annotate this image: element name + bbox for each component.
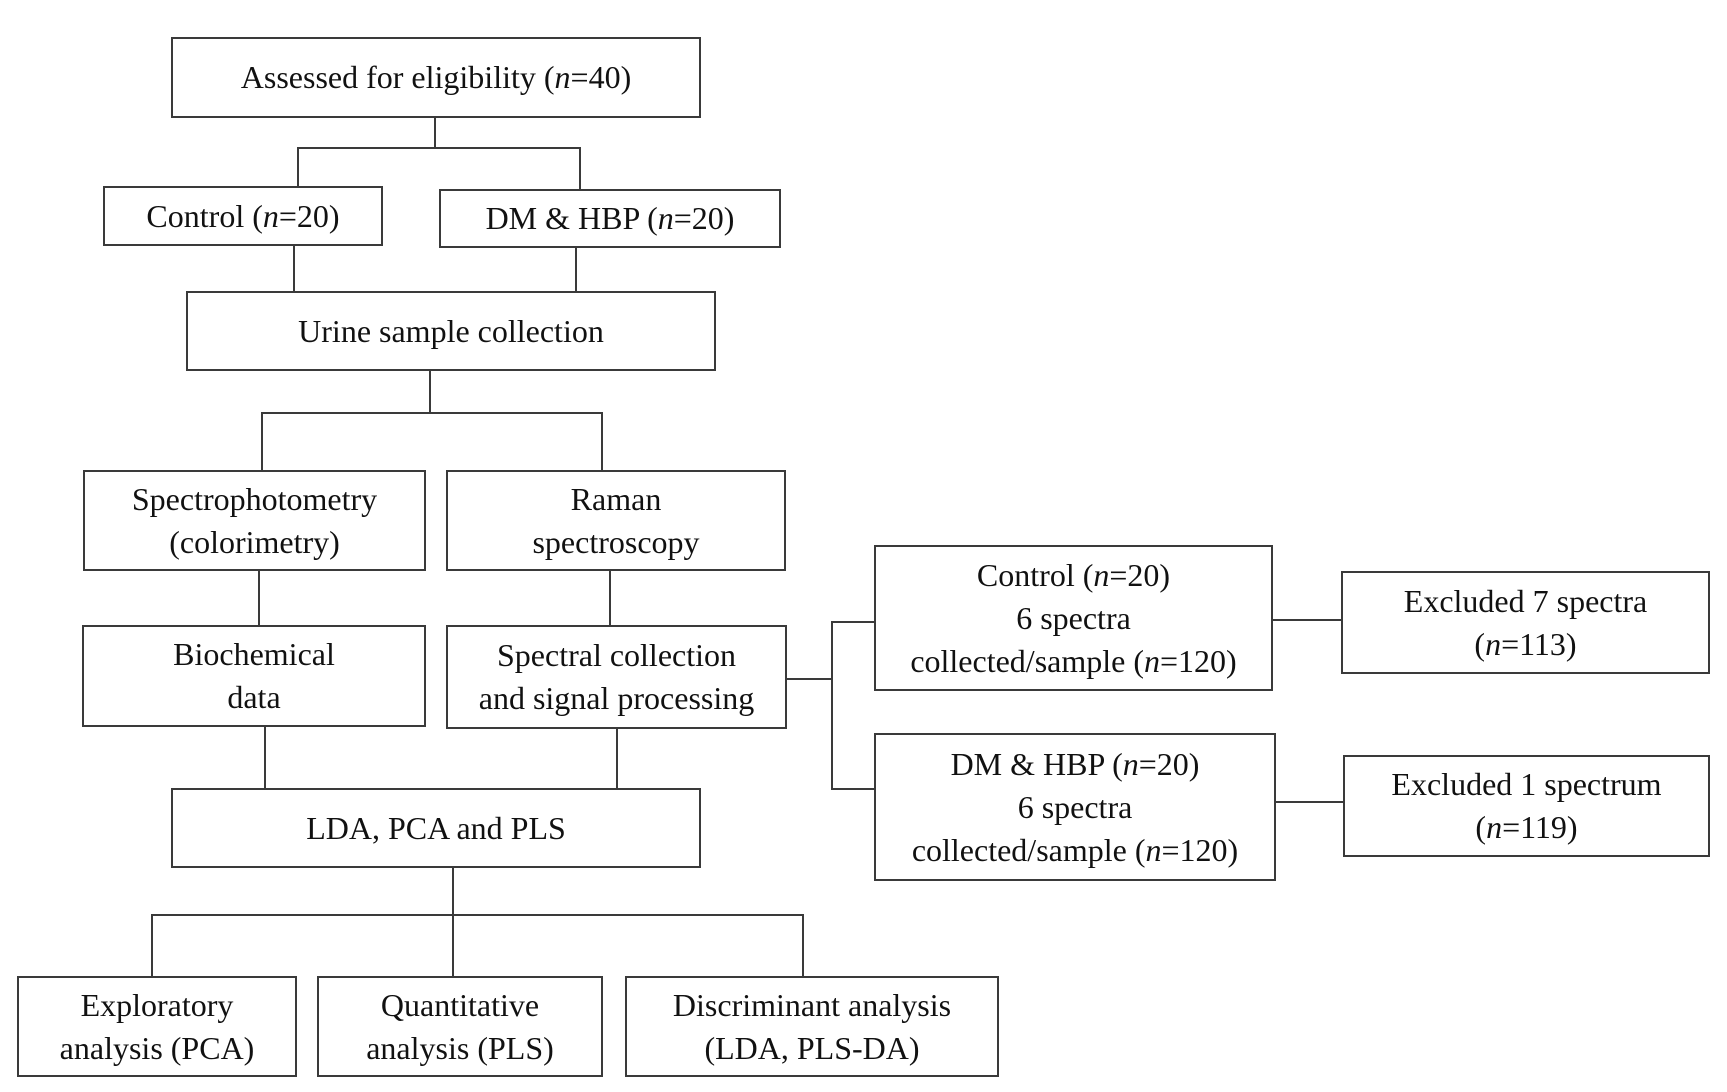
dm-hbp-group-text: DM & HBP (n=20) xyxy=(485,200,735,236)
control-group-box: Control (n=20) xyxy=(103,186,383,246)
biochemical-line1: Biochemical xyxy=(173,636,335,672)
control-spectra-box: Control (n=20) 6 spectra collected/sampl… xyxy=(874,545,1273,691)
control-spectra-line1: Control (n=20) xyxy=(976,556,1171,593)
excluded-7-line1: Excluded 7 spectra xyxy=(1403,582,1648,619)
connector-lda-discriminant xyxy=(453,914,804,976)
quantitative-line1: Quantitative xyxy=(380,986,540,1023)
discriminant-line2: (LDA, PLS-DA) xyxy=(704,1029,920,1066)
spectrophotometry-line1: Spectrophotometry xyxy=(131,480,378,517)
connector-split-dm xyxy=(831,679,874,790)
dm-hbp-spectra-line2: 6 spectra xyxy=(1017,788,1133,825)
control-group-text: Control (n=20) xyxy=(146,197,340,234)
spectral-collection-line1: Spectral collection xyxy=(496,637,736,673)
excluded-7-box: Excluded 7 spectra (n=113) xyxy=(1341,571,1710,674)
excluded-1-line1: Excluded 1 spectrum xyxy=(1391,766,1662,802)
dm-hbp-group-box: DM & HBP (n=20) xyxy=(439,189,781,248)
discriminant-line1: Discriminant analysis xyxy=(672,986,952,1023)
excluded-7-line2: (n=113) xyxy=(1474,625,1577,662)
quantitative-analysis-box: Quantitative analysis (PLS) xyxy=(317,976,603,1077)
connector-lda-outputs xyxy=(151,868,454,976)
raman-line1: Raman xyxy=(570,480,662,517)
exploratory-line1: Exploratory xyxy=(80,986,234,1023)
spectrophotometry-box: Spectrophotometry (colorimetry) xyxy=(83,470,426,571)
connector-spectral-split xyxy=(787,621,874,680)
lda-pca-pls-box: LDA, PCA and PLS xyxy=(171,788,701,868)
quantitative-line2: analysis (PLS) xyxy=(366,1029,554,1066)
exploratory-line2: analysis (PCA) xyxy=(59,1029,255,1066)
biochemical-data-box: Biochemical data xyxy=(82,625,426,727)
raman-line2: spectroscopy xyxy=(532,523,700,560)
discriminant-analysis-box: Discriminant analysis (LDA, PLS-DA) xyxy=(625,976,999,1077)
exploratory-analysis-box: Exploratory analysis (PCA) xyxy=(17,976,297,1077)
dm-hbp-spectra-box: DM & HBP (n=20) 6 spectra collected/samp… xyxy=(874,733,1276,881)
dm-hbp-spectra-line3: collected/sample (n=120) xyxy=(911,831,1239,868)
connector-urine-raman xyxy=(430,412,603,470)
eligibility-box: Assessed for eligibility (n=40) xyxy=(171,37,701,118)
excluded-1-box: Excluded 1 spectrum (n=119) xyxy=(1343,755,1710,857)
eligibility-text: Assessed for eligibility (n=40) xyxy=(240,59,632,95)
raman-box: Raman spectroscopy xyxy=(446,470,786,571)
control-spectra-line2: 6 spectra xyxy=(1016,599,1131,636)
dm-hbp-spectra-line1: DM & HBP (n=20) xyxy=(950,745,1200,782)
spectral-collection-line2: and signal processing xyxy=(478,680,755,716)
connector-urine-methods xyxy=(261,371,431,470)
urine-collection-box: Urine sample collection xyxy=(186,291,716,371)
control-spectra-line3: collected/sample (n=120) xyxy=(910,642,1237,679)
spectral-collection-box: Spectral collection and signal processin… xyxy=(446,625,787,729)
biochemical-line2: data xyxy=(227,679,281,715)
connector-eligibility-dm xyxy=(435,147,581,189)
urine-collection-text: Urine sample collection xyxy=(298,312,604,349)
excluded-1-line2: (n=119) xyxy=(1475,809,1578,845)
lda-pca-pls-text: LDA, PCA and PLS xyxy=(306,809,566,846)
spectrophotometry-line2: (colorimetry) xyxy=(169,523,340,560)
connector-eligibility-groups xyxy=(297,118,436,186)
